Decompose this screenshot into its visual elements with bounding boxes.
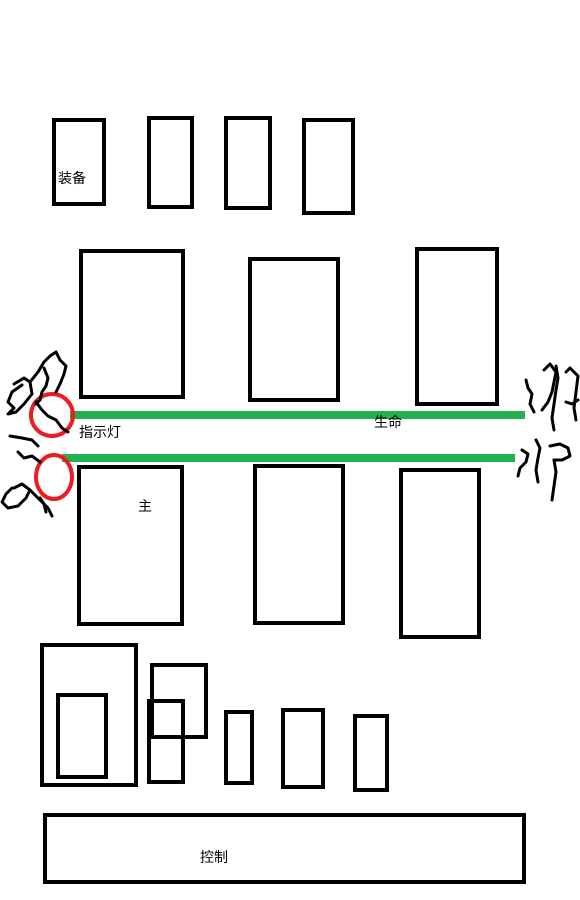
hand-slot-c[interactable] (224, 710, 254, 785)
hand-slot-b[interactable] (147, 699, 185, 784)
indicator-light-label: 指示灯 (79, 425, 121, 441)
opponent-card-zone-3[interactable] (415, 247, 499, 406)
hand-slot-d[interactable] (281, 708, 325, 789)
indicator-light-bottom (34, 453, 74, 501)
control-label: 控制 (200, 850, 228, 866)
equipment-slot-1[interactable] (52, 118, 106, 206)
equipment-slot-4[interactable] (302, 118, 355, 215)
opponent-card-zone-2[interactable] (248, 257, 340, 402)
indicator-light-top (29, 392, 75, 438)
opponent-card-zone-1[interactable] (79, 249, 185, 399)
equipment-slot-3[interactable] (224, 116, 272, 210)
main-card-zone[interactable] (77, 465, 184, 626)
right-scribble (516, 362, 580, 502)
main-label: 主 (138, 499, 152, 515)
player-card-zone-3[interactable] (399, 468, 481, 639)
control-panel[interactable] (43, 813, 526, 884)
deck-zone-outer[interactable] (40, 643, 138, 787)
left-scribble (0, 350, 70, 518)
player-card-zone-2[interactable] (253, 464, 345, 625)
hand-slot-e[interactable] (353, 714, 389, 792)
life-label: 生命 (374, 415, 402, 431)
equipment-slot-2[interactable] (147, 116, 194, 209)
deck-zone-inner[interactable] (56, 693, 108, 779)
equipment-label: 装备 (58, 171, 86, 187)
